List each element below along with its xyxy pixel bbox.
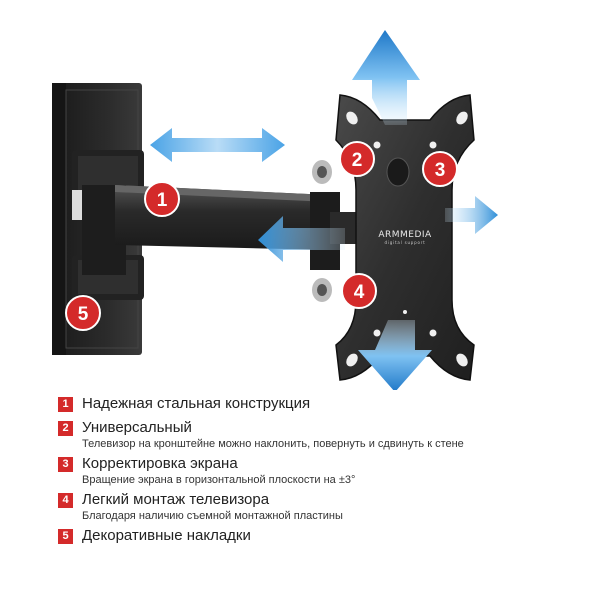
feature-description: Вращение экрана в горизонтальной плоскос… bbox=[82, 474, 356, 486]
feature-item-3: 3 Корректировка экрана Вращение экрана в… bbox=[58, 454, 355, 487]
feature-description: Благодаря наличию съемной монтажной плас… bbox=[82, 510, 343, 522]
tv-mount-illustration: ARMMEDIA digital support 1 2 3 4 5 bbox=[52, 30, 498, 390]
double-arrow-horizontal-icon bbox=[150, 128, 285, 162]
badge-3: 3 bbox=[422, 151, 458, 187]
feature-title: Корректировка экрана bbox=[82, 455, 238, 472]
wall-plate bbox=[52, 83, 144, 355]
feature-item-2: 2 Универсальный Телевизор на кронштейне … bbox=[58, 418, 464, 451]
arrow-down-icon bbox=[358, 320, 432, 390]
brand-tagline: digital support bbox=[384, 240, 425, 245]
badge-1: 1 bbox=[144, 181, 180, 217]
brand-logo-text: ARMMEDIA bbox=[378, 230, 432, 240]
feature-item-4: 4 Легкий монтаж телевизора Благодаря нал… bbox=[58, 490, 343, 523]
feature-number: 5 bbox=[58, 529, 73, 544]
svg-text:3: 3 bbox=[435, 160, 446, 181]
swivel-hinge bbox=[312, 160, 332, 302]
feature-item-1: 1 Надежная стальная конструкция bbox=[58, 394, 310, 414]
svg-text:1: 1 bbox=[157, 190, 168, 211]
svg-text:2: 2 bbox=[352, 150, 363, 171]
arrow-up-icon bbox=[352, 30, 420, 125]
badge-5: 5 bbox=[65, 295, 101, 331]
feature-item-5: 5 Декоративные накладки bbox=[58, 526, 251, 546]
feature-title: Надежная стальная конструкция bbox=[82, 395, 311, 412]
feature-description: Телевизор на кронштейне можно наклонить,… bbox=[82, 438, 464, 450]
arrow-right-icon bbox=[445, 196, 498, 234]
feature-number: 3 bbox=[58, 457, 73, 472]
svg-text:4: 4 bbox=[354, 282, 365, 303]
badge-4: 4 bbox=[341, 273, 377, 309]
arrow-left-icon bbox=[258, 216, 345, 262]
feature-title: Декоративные накладки bbox=[82, 527, 251, 544]
feature-title: Легкий монтаж телевизора bbox=[82, 491, 270, 508]
feature-number: 4 bbox=[58, 493, 73, 508]
feature-number: 1 bbox=[58, 397, 73, 412]
badge-2: 2 bbox=[339, 141, 375, 177]
feature-title: Универсальный bbox=[82, 419, 192, 436]
feature-number: 2 bbox=[58, 421, 73, 436]
svg-text:5: 5 bbox=[78, 304, 89, 325]
